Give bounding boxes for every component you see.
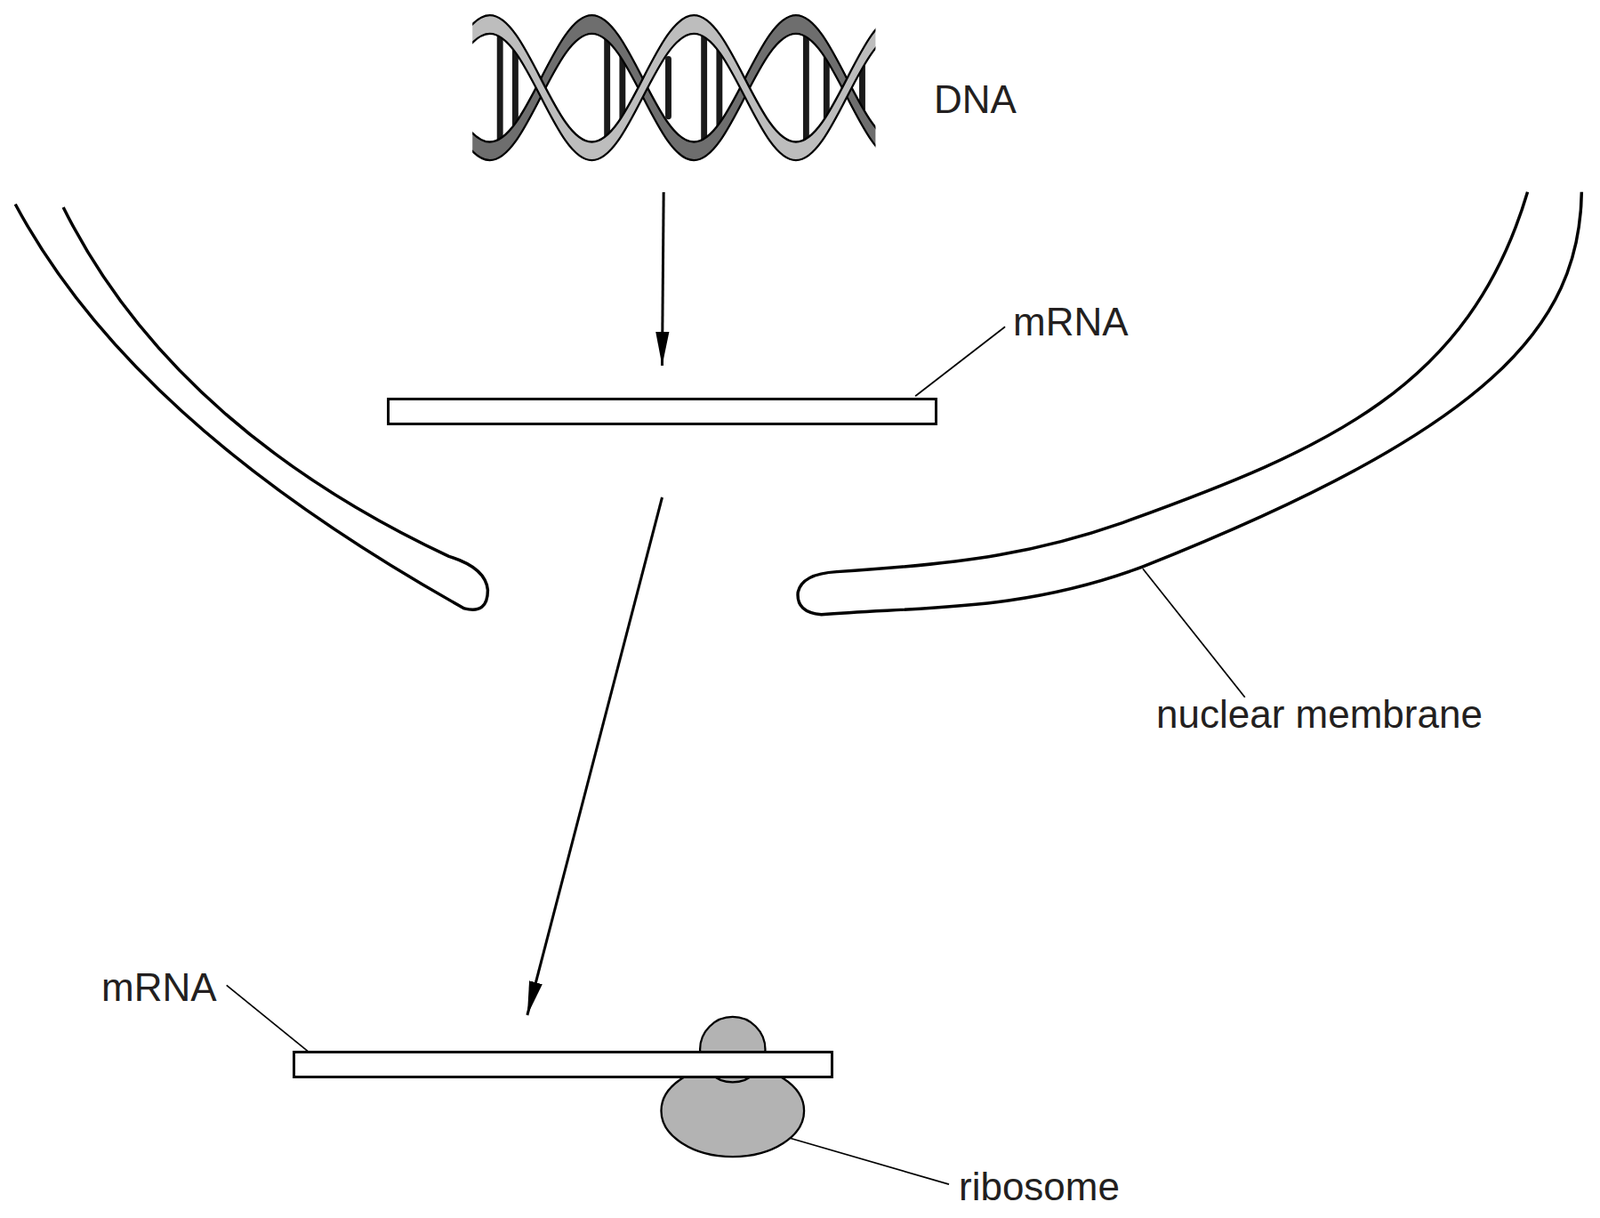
- mrna-strand: mRNA: [386, 397, 938, 426]
- dna-strand: [472, 15, 876, 161]
- part-label: mRNA: [101, 967, 218, 1007]
- part-label: ribosome: [958, 1166, 1120, 1207]
- leader-line: [790, 1137, 949, 1184]
- flow-arrow: [527, 497, 663, 1015]
- dna-strand: [472, 15, 876, 161]
- dna-block: DNA: [472, 15, 876, 161]
- base-pair: [497, 27, 504, 148]
- base-pairs: [499, 27, 862, 148]
- base-pair: [803, 27, 810, 148]
- dna-helix: [472, 15, 876, 161]
- leader-line: [1142, 568, 1246, 698]
- part-label: DNA: [933, 80, 1017, 120]
- mrna-strand: mRNA: [292, 1050, 834, 1078]
- flow-arrow: [662, 192, 665, 366]
- ribosome-shape: [660, 1016, 805, 1157]
- base-pair: [700, 27, 708, 148]
- leader-line: [915, 326, 1006, 396]
- base-pair: [603, 32, 611, 145]
- part-label: nuclear membrane: [1156, 694, 1483, 734]
- leader-line: [226, 984, 309, 1052]
- base-pair: [665, 59, 672, 117]
- part-label: mRNA: [1013, 302, 1129, 342]
